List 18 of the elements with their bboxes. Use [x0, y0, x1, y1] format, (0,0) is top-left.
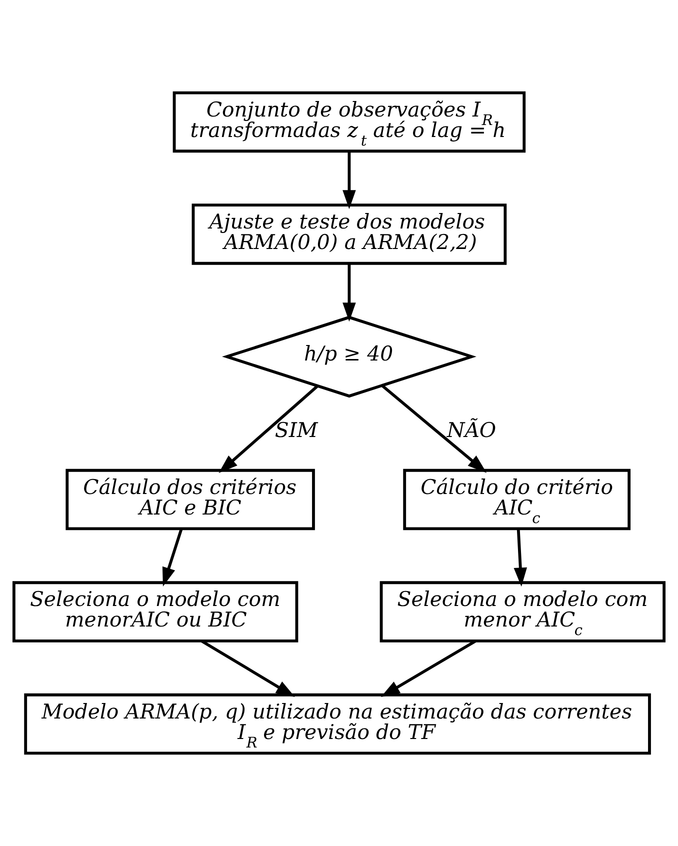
edge-label: SIM	[274, 418, 318, 442]
arrow	[514, 529, 528, 587]
node-box: Ajuste e teste dos modelos ARMA(0,0) a ARMA(2,2)	[192, 204, 507, 265]
node-box: Conjunto de observações I$_{R}$ transformadas z$_{t}$ até o lag = h	[172, 91, 526, 153]
node-box: Seleciona o modelo com menor AIC$_{c}$	[380, 581, 666, 642]
arrow	[342, 152, 356, 210]
node-box: Seleciona o modelo com menorAIC ou BIC	[12, 581, 298, 642]
arrow	[201, 640, 295, 698]
node-box: Cálculo do critério AIC$_{c}$	[403, 468, 631, 530]
arrow	[380, 640, 476, 697]
node-diamond: h/p ≥ 40	[222, 316, 476, 398]
arrow	[381, 384, 487, 473]
node-box: Cálculo dos critérios AIC e BIC	[66, 468, 315, 530]
edge-label: NÃO	[446, 418, 496, 442]
arrow	[342, 263, 356, 322]
arrow	[218, 385, 318, 474]
node-box: Modelo ARMA(p, q) utilizado na estimação das correntes I$_{R}$ e previsão do TF	[24, 693, 651, 755]
arrow	[162, 528, 183, 586]
